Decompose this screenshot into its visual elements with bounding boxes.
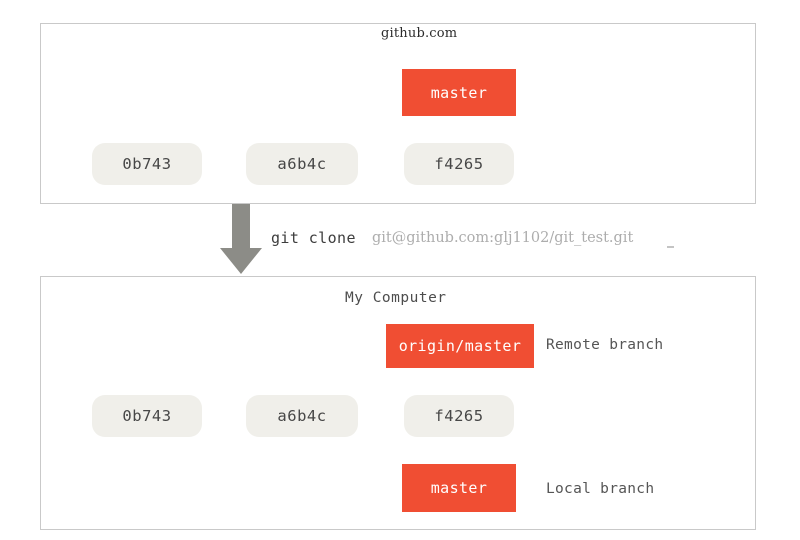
git-clone-command: git clone xyxy=(271,229,356,247)
commit-node-f4265-remote[interactable]: f4265 xyxy=(404,143,514,185)
local-panel-title: My Computer xyxy=(345,290,447,306)
commit-node-0b743-local[interactable]: 0b743 xyxy=(92,395,202,437)
commit-id-label: 0b743 xyxy=(122,407,172,425)
text-cursor-mark xyxy=(667,246,674,248)
commit-id-label: f4265 xyxy=(434,407,484,425)
commit-node-a6b4c-remote[interactable]: a6b4c xyxy=(246,143,358,185)
local-branch-caption: Local branch xyxy=(546,481,655,497)
commit-node-a6b4c-local[interactable]: a6b4c xyxy=(246,395,358,437)
remote-panel-title: github.com xyxy=(381,26,458,41)
git-clone-arrow xyxy=(220,204,262,274)
commit-id-label: a6b4c xyxy=(277,407,327,425)
commit-id-label: f4265 xyxy=(434,155,484,173)
branch-box-master-remote-label: master xyxy=(430,83,488,102)
commit-node-f4265-local[interactable]: f4265 xyxy=(404,395,514,437)
commit-id-label: a6b4c xyxy=(277,155,327,173)
commit-id-label: 0b743 xyxy=(122,155,172,173)
branch-box-master-remote[interactable]: master xyxy=(402,69,516,116)
commit-node-0b743-remote[interactable]: 0b743 xyxy=(92,143,202,185)
remote-branch-caption: Remote branch xyxy=(546,337,664,353)
branch-box-master-local[interactable]: master xyxy=(402,464,516,512)
git-clone-url: git@github.com:glj1102/git_test.git xyxy=(372,230,634,246)
branch-box-origin-master[interactable]: origin/master xyxy=(386,324,534,368)
branch-box-master-local-label: master xyxy=(430,479,488,497)
branch-box-origin-master-label: origin/master xyxy=(398,337,522,355)
